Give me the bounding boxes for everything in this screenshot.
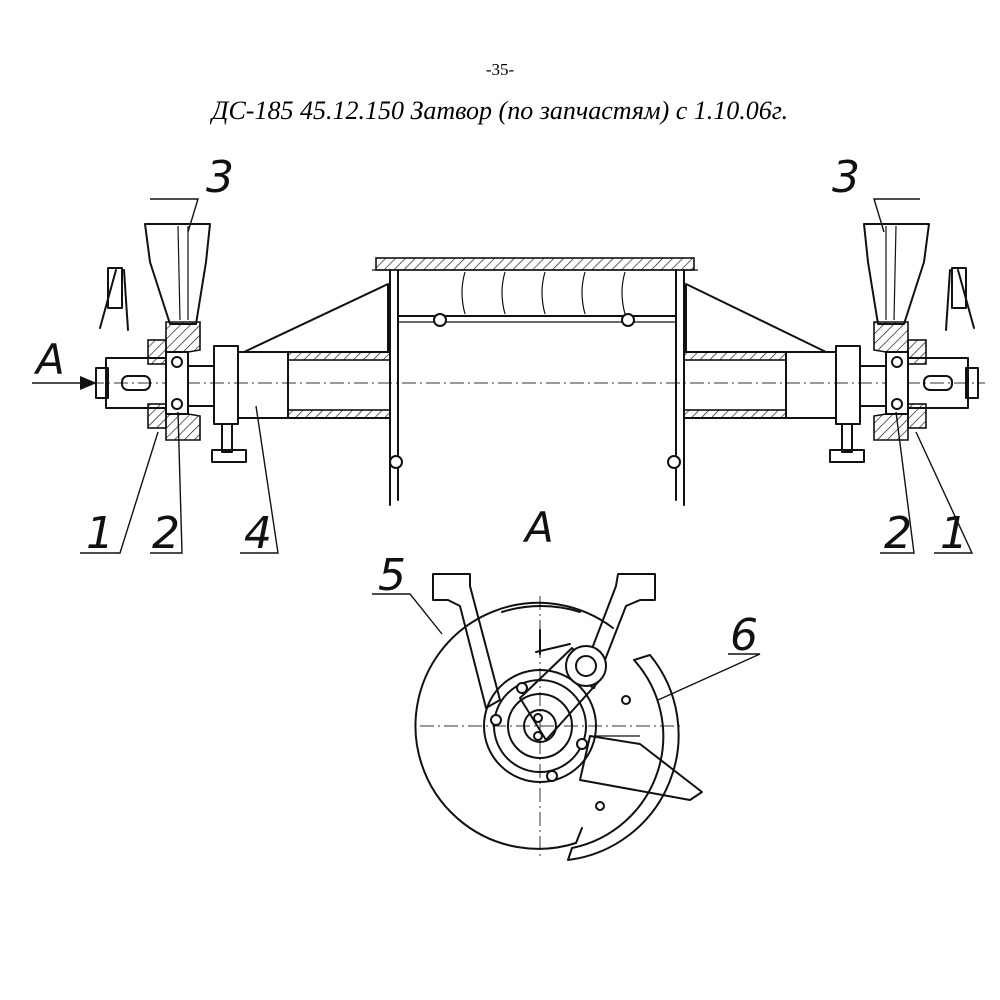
right-bearing-housing	[873, 321, 979, 441]
detail-view-a: А 5 6	[372, 503, 761, 861]
view-label: А	[522, 503, 554, 552]
callout-detail-6: 6	[730, 610, 758, 661]
callout-left-4: 4	[244, 508, 272, 559]
hub-outer	[483, 669, 597, 783]
callout-left-3: 3	[206, 152, 234, 203]
page-title: ДС-185 45.12.150 Затвор (по запчастям) с…	[211, 96, 789, 125]
shaft-assembly-view: А 3 3 1 2 4 2 1	[32, 152, 985, 559]
right-gusset	[685, 283, 827, 353]
left-flange	[211, 345, 247, 463]
callout-leader-6	[657, 653, 761, 701]
page-number: -35-	[485, 60, 515, 79]
sector-guard	[567, 654, 680, 861]
callout-leaders	[80, 198, 974, 554]
sector-disc	[414, 601, 614, 850]
left-gusset	[243, 283, 389, 353]
callout-right-1: 1	[940, 508, 968, 559]
pivot-pin	[565, 645, 607, 687]
right-lever	[863, 223, 975, 331]
left-lever	[99, 223, 211, 331]
left-bearing-housing	[95, 321, 201, 441]
callout-left-1: 1	[86, 508, 114, 559]
callout-left-2: 2	[152, 508, 180, 559]
central-hopper	[372, 257, 698, 506]
left-bracket	[432, 573, 501, 709]
callout-detail-5: 5	[378, 550, 406, 601]
view-arrow-label: А	[33, 335, 65, 384]
handle-plate	[579, 735, 703, 801]
callout-right-2: 2	[884, 508, 912, 559]
callout-right-3: 3	[832, 152, 860, 203]
callout-leader-5	[372, 593, 443, 635]
right-flange	[829, 345, 865, 463]
right-tube	[683, 351, 837, 419]
left-tube	[237, 351, 391, 419]
